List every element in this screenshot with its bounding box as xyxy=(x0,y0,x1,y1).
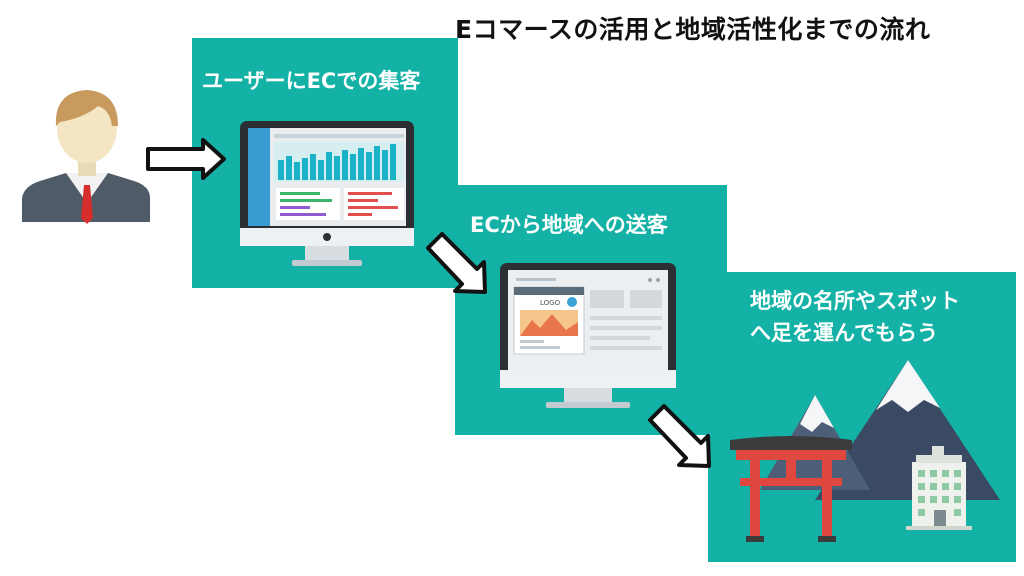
arrow-right-icon xyxy=(146,138,226,180)
user-avatar-icon xyxy=(22,90,150,224)
website-monitor-icon: LOGO xyxy=(500,263,676,408)
step-3-label-line1: 地域の名所やスポット xyxy=(750,289,960,313)
arrow-down-right-icon xyxy=(648,404,711,468)
building-icon xyxy=(906,446,972,530)
step-1-label: ユーザーにECでの集客 xyxy=(202,69,421,93)
arrow-down-right-icon xyxy=(426,232,487,294)
diagram-title: Eコマースの活用と地域活性化までの流れ xyxy=(455,15,931,44)
dashboard-monitor-icon xyxy=(240,121,414,266)
step-3-label-line2: へ足を運んでもらう xyxy=(750,321,938,345)
screen-logo-text: LOGO xyxy=(540,299,561,307)
torii-gate-icon xyxy=(730,436,852,542)
step-2-label: ECから地域への送客 xyxy=(470,213,668,237)
